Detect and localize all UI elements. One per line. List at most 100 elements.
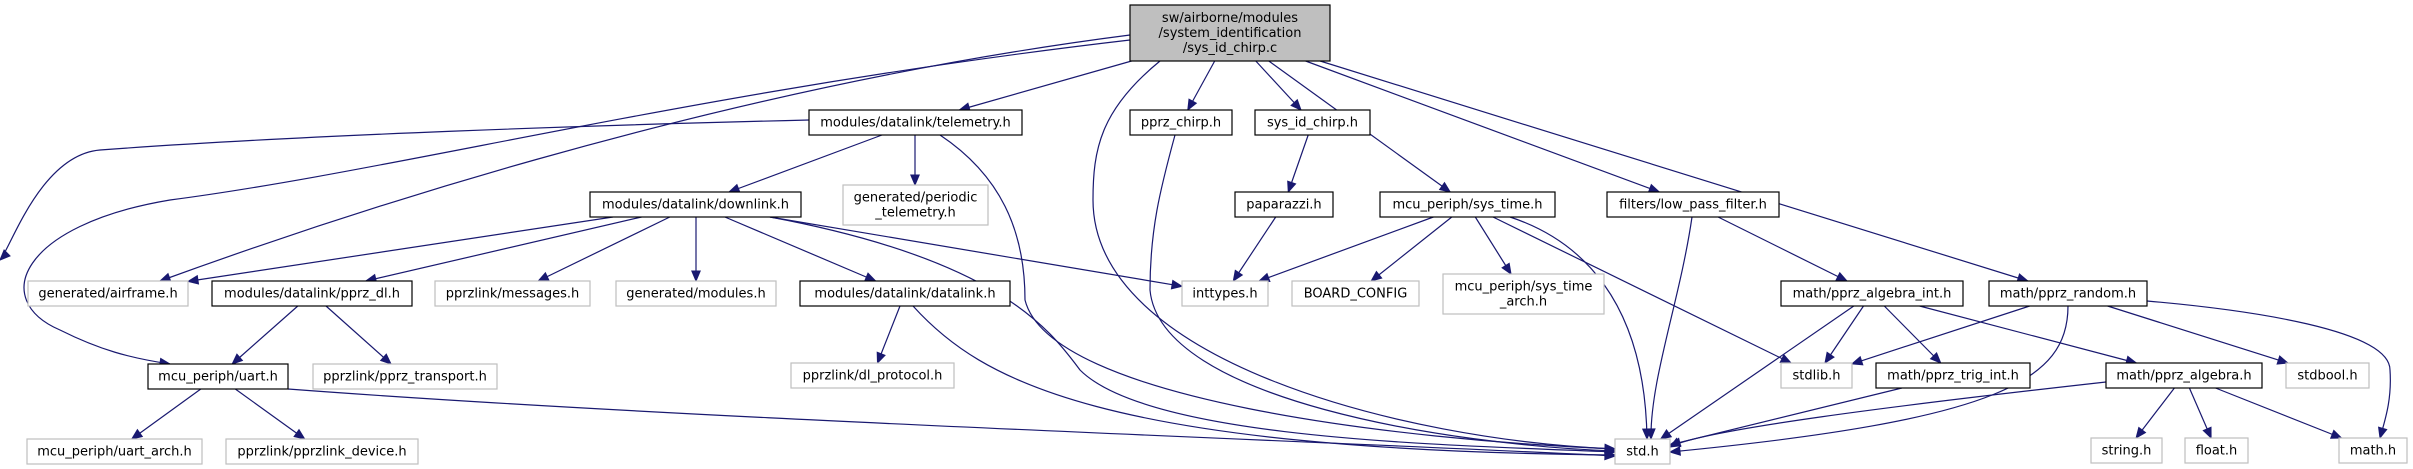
- node-uart[interactable]: mcu_periph/uart.h: [147, 363, 289, 390]
- edge-root-to-airframe: [158, 34, 1131, 283]
- node-float: float.h: [2184, 437, 2249, 464]
- edge-line: [1232, 216, 1277, 282]
- edge-line: [2146, 300, 2391, 439]
- node-downlink[interactable]: modules/datalink/downlink.h: [589, 191, 802, 218]
- node-box: [1291, 280, 1420, 307]
- node-box: [27, 280, 189, 307]
- edge-arrowhead: [0, 249, 11, 261]
- edge-line: [1669, 381, 2107, 448]
- node-paparazzi[interactable]: paparazzi.h: [1234, 191, 1334, 218]
- node-box[interactable]: [1606, 191, 1780, 218]
- edge-arrowhead: [1287, 180, 1297, 194]
- edge-line: [728, 134, 883, 193]
- node-box[interactable]: [808, 109, 1023, 136]
- node-pprz-algebra[interactable]: math/pprz_algebra.h: [2105, 362, 2263, 389]
- edge-arrowhead: [1659, 428, 1673, 440]
- edge-line: [1319, 60, 2028, 282]
- edge-root-to-pprz_random: [1319, 60, 2030, 283]
- edge-arrowhead: [186, 274, 200, 285]
- edge-line: [0, 119, 810, 261]
- edges-layer: [0, 34, 2391, 461]
- edge-telemetry-to-downlink: [727, 134, 883, 193]
- edge-downlink-to-messages: [537, 216, 671, 282]
- node-pprz-random[interactable]: math/pprz_random.h: [1988, 280, 2148, 307]
- node-box: [1181, 280, 1269, 307]
- edge-root-to-pprz_chirp: [1187, 60, 1216, 112]
- edge-algebra_int-to-std: [1659, 305, 1855, 440]
- node-low-pass-filter[interactable]: filters/low_pass_filter.h: [1606, 191, 1780, 218]
- edge-line: [231, 305, 299, 365]
- node-label: generated/airframe.h: [38, 287, 177, 302]
- node-inttypes: inttypes.h: [1181, 280, 1269, 307]
- edge-arrowhead: [293, 428, 306, 440]
- node-box[interactable]: [1254, 109, 1371, 136]
- node-trig-int[interactable]: math/pprz_trig_int.h: [1875, 362, 2031, 389]
- node-box[interactable]: [211, 280, 413, 307]
- node-sys-time[interactable]: mcu_periph/sys_time.h: [1379, 191, 1556, 218]
- node-label: mcu_periph/uart.h: [158, 370, 278, 385]
- edge-line: [1092, 60, 1616, 450]
- edge-arrowhead: [1604, 450, 1617, 461]
- node-box: [1614, 438, 1671, 465]
- edge-line: [2215, 387, 2342, 439]
- edge-pprz_random-to-math: [2146, 300, 2391, 440]
- node-algebra-int[interactable]: math/pprz_algebra_int.h: [1780, 280, 1964, 307]
- node-box: [225, 438, 419, 465]
- node-label: modules/datalink/downlink.h: [602, 198, 789, 213]
- node-pprz-transport: pprzlink/pprz_transport.h: [312, 363, 498, 390]
- node-box[interactable]: [1129, 109, 1233, 136]
- node-label: /sys_id_chirp.c: [1183, 41, 1277, 56]
- edge-downlink-to-inttypes: [769, 216, 1184, 290]
- edge-arrowhead: [910, 174, 920, 187]
- node-box[interactable]: [2105, 362, 2263, 389]
- node-pprz-chirp[interactable]: pprz_chirp.h: [1129, 109, 1233, 136]
- node-box[interactable]: [1234, 191, 1334, 218]
- node-label: modules/datalink/pprz_dl.h: [224, 287, 400, 302]
- node-box[interactable]: [799, 280, 1011, 307]
- node-box: [1442, 273, 1605, 315]
- edge-arrowhead: [2378, 426, 2388, 440]
- node-box: [2090, 437, 2163, 464]
- edge-line: [1149, 134, 1616, 452]
- node-pprz-dl[interactable]: modules/datalink/pprz_dl.h: [211, 280, 413, 307]
- edge-line: [1255, 60, 1302, 111]
- node-box[interactable]: [1988, 280, 2148, 307]
- node-box: [312, 363, 498, 390]
- edge-arrowhead: [1668, 437, 1682, 448]
- edge-arrowhead: [727, 183, 741, 193]
- edge-line: [187, 216, 614, 282]
- node-box: [2338, 437, 2408, 464]
- edge-sys_time-to-sys_time_arch: [1474, 216, 1512, 276]
- edge-algebra_int-to-pprz_algebra: [1919, 305, 2138, 366]
- edge-arrowhead: [863, 272, 877, 282]
- edge-line: [537, 216, 671, 282]
- node-root[interactable]: sw/airborne/modules/system_identificatio…: [1129, 4, 1331, 62]
- edge-root-to-sys_id_chirp_h: [1255, 60, 1302, 111]
- edge-line: [159, 34, 1131, 282]
- edge-line: [1474, 216, 1512, 275]
- node-box[interactable]: [1379, 191, 1556, 218]
- node-box[interactable]: [1129, 4, 1331, 62]
- node-datalink[interactable]: modules/datalink/datalink.h: [799, 280, 1011, 307]
- edge-uart-to-pprzlink_device: [234, 388, 306, 440]
- node-telemetry[interactable]: modules/datalink/telemetry.h: [808, 109, 1023, 136]
- edge-line: [1851, 305, 2030, 365]
- node-box[interactable]: [1780, 280, 1964, 307]
- edge-line: [912, 305, 1616, 456]
- node-box[interactable]: [147, 363, 289, 390]
- node-label: sw/airborne/modules: [1162, 11, 1298, 26]
- node-label: math/pprz_trig_int.h: [1887, 369, 2019, 384]
- node-modules: generated/modules.h: [615, 280, 777, 307]
- edge-line: [1824, 305, 1864, 364]
- node-std: std.h: [1614, 438, 1671, 465]
- node-label: /system_identification: [1159, 26, 1302, 41]
- edge-algebra_int-to-trig_int: [1883, 305, 1942, 364]
- node-box[interactable]: [1875, 362, 2031, 389]
- node-label: pprzlink/messages.h: [446, 287, 580, 302]
- edge-downlink-to-pprz_dl: [364, 216, 642, 284]
- edge-line: [959, 60, 1132, 111]
- node-sys-id-chirp-h[interactable]: sys_id_chirp.h: [1254, 109, 1371, 136]
- node-sys-time-arch: mcu_periph/sys_time_arch.h: [1442, 273, 1605, 315]
- node-box[interactable]: [589, 191, 802, 218]
